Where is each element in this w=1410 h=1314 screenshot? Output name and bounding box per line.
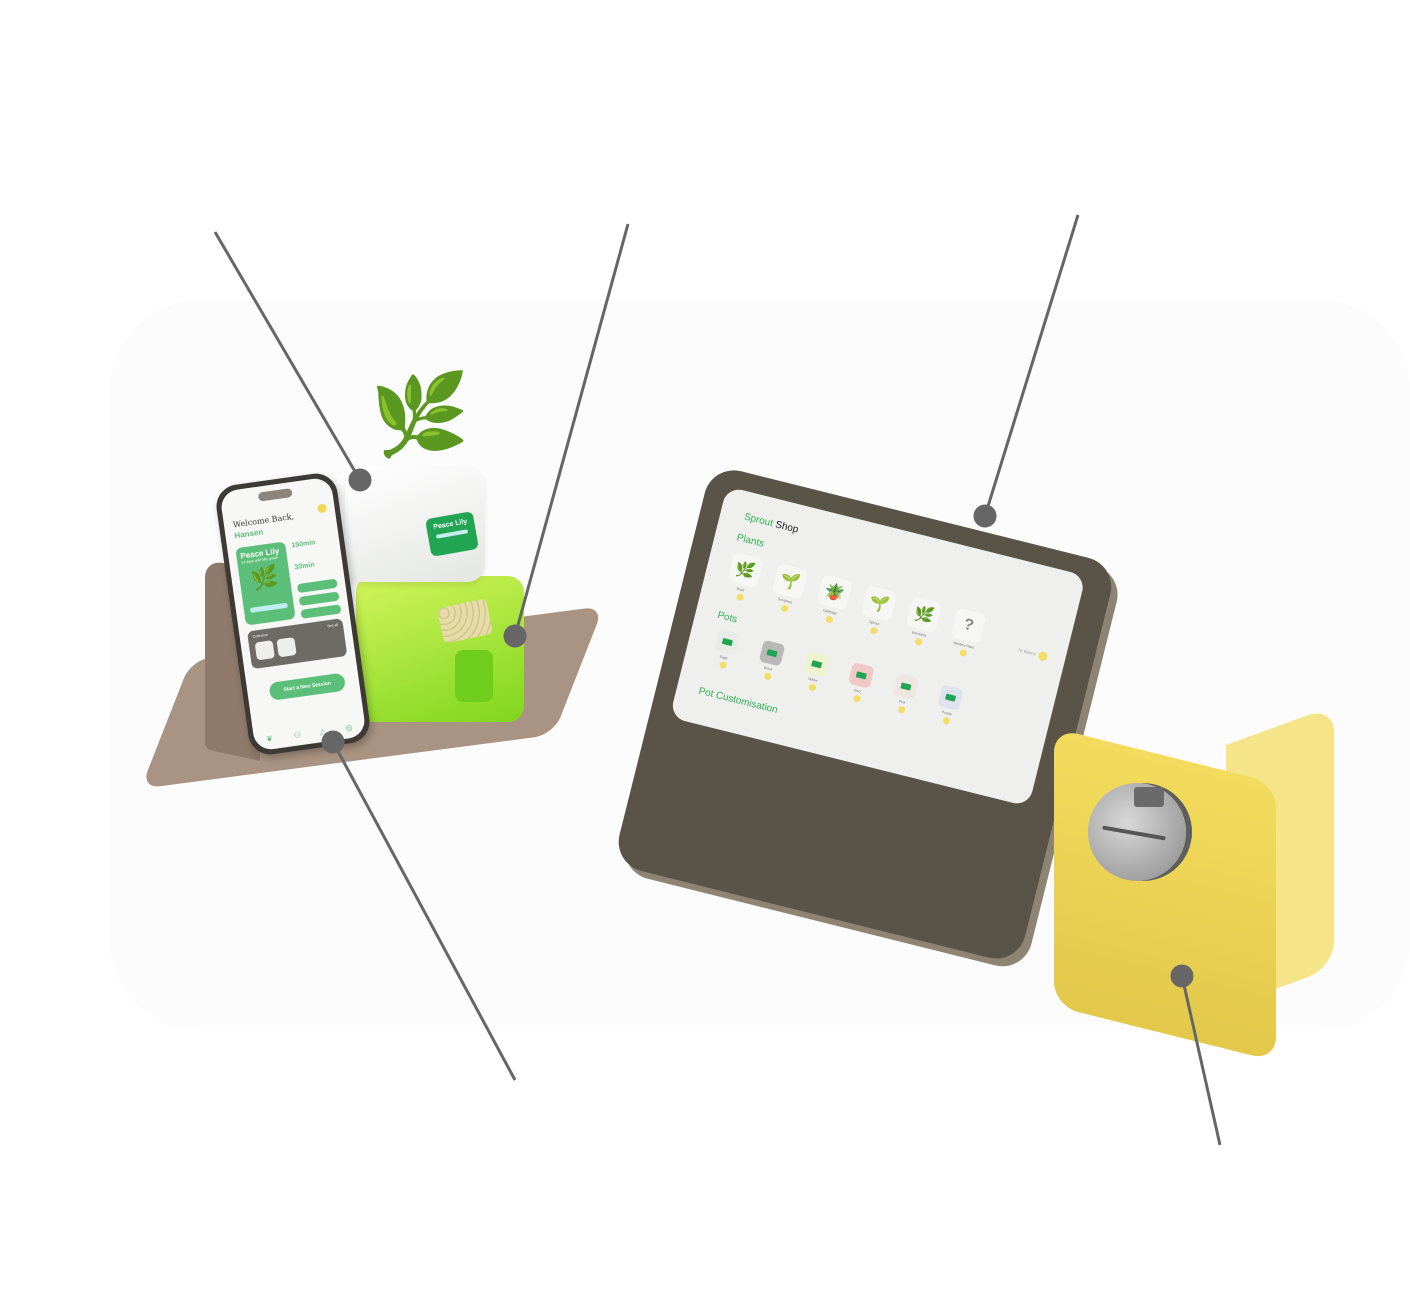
callout-dot-coinbox: [1170, 964, 1194, 988]
callout-dot-pot: [348, 468, 372, 492]
callout-dot-dispenser: [503, 624, 527, 648]
dispenser-chute: [455, 650, 493, 702]
callout-dot-phone: [321, 730, 345, 754]
callout-line-phone: [331, 741, 517, 1081]
coin-slot: [1134, 787, 1164, 807]
seed-dispenser: [356, 576, 524, 722]
callout-dot-tablet: [973, 504, 997, 528]
callout-line-tablet: [983, 214, 1080, 517]
callout-line-pot: [213, 231, 362, 481]
callout-line-coinbox: [1180, 975, 1222, 1146]
plant-icon: 🌿: [370, 370, 470, 459]
coin-slot-knob[interactable]: [1088, 783, 1186, 881]
callout-line-dispenser: [513, 223, 630, 637]
